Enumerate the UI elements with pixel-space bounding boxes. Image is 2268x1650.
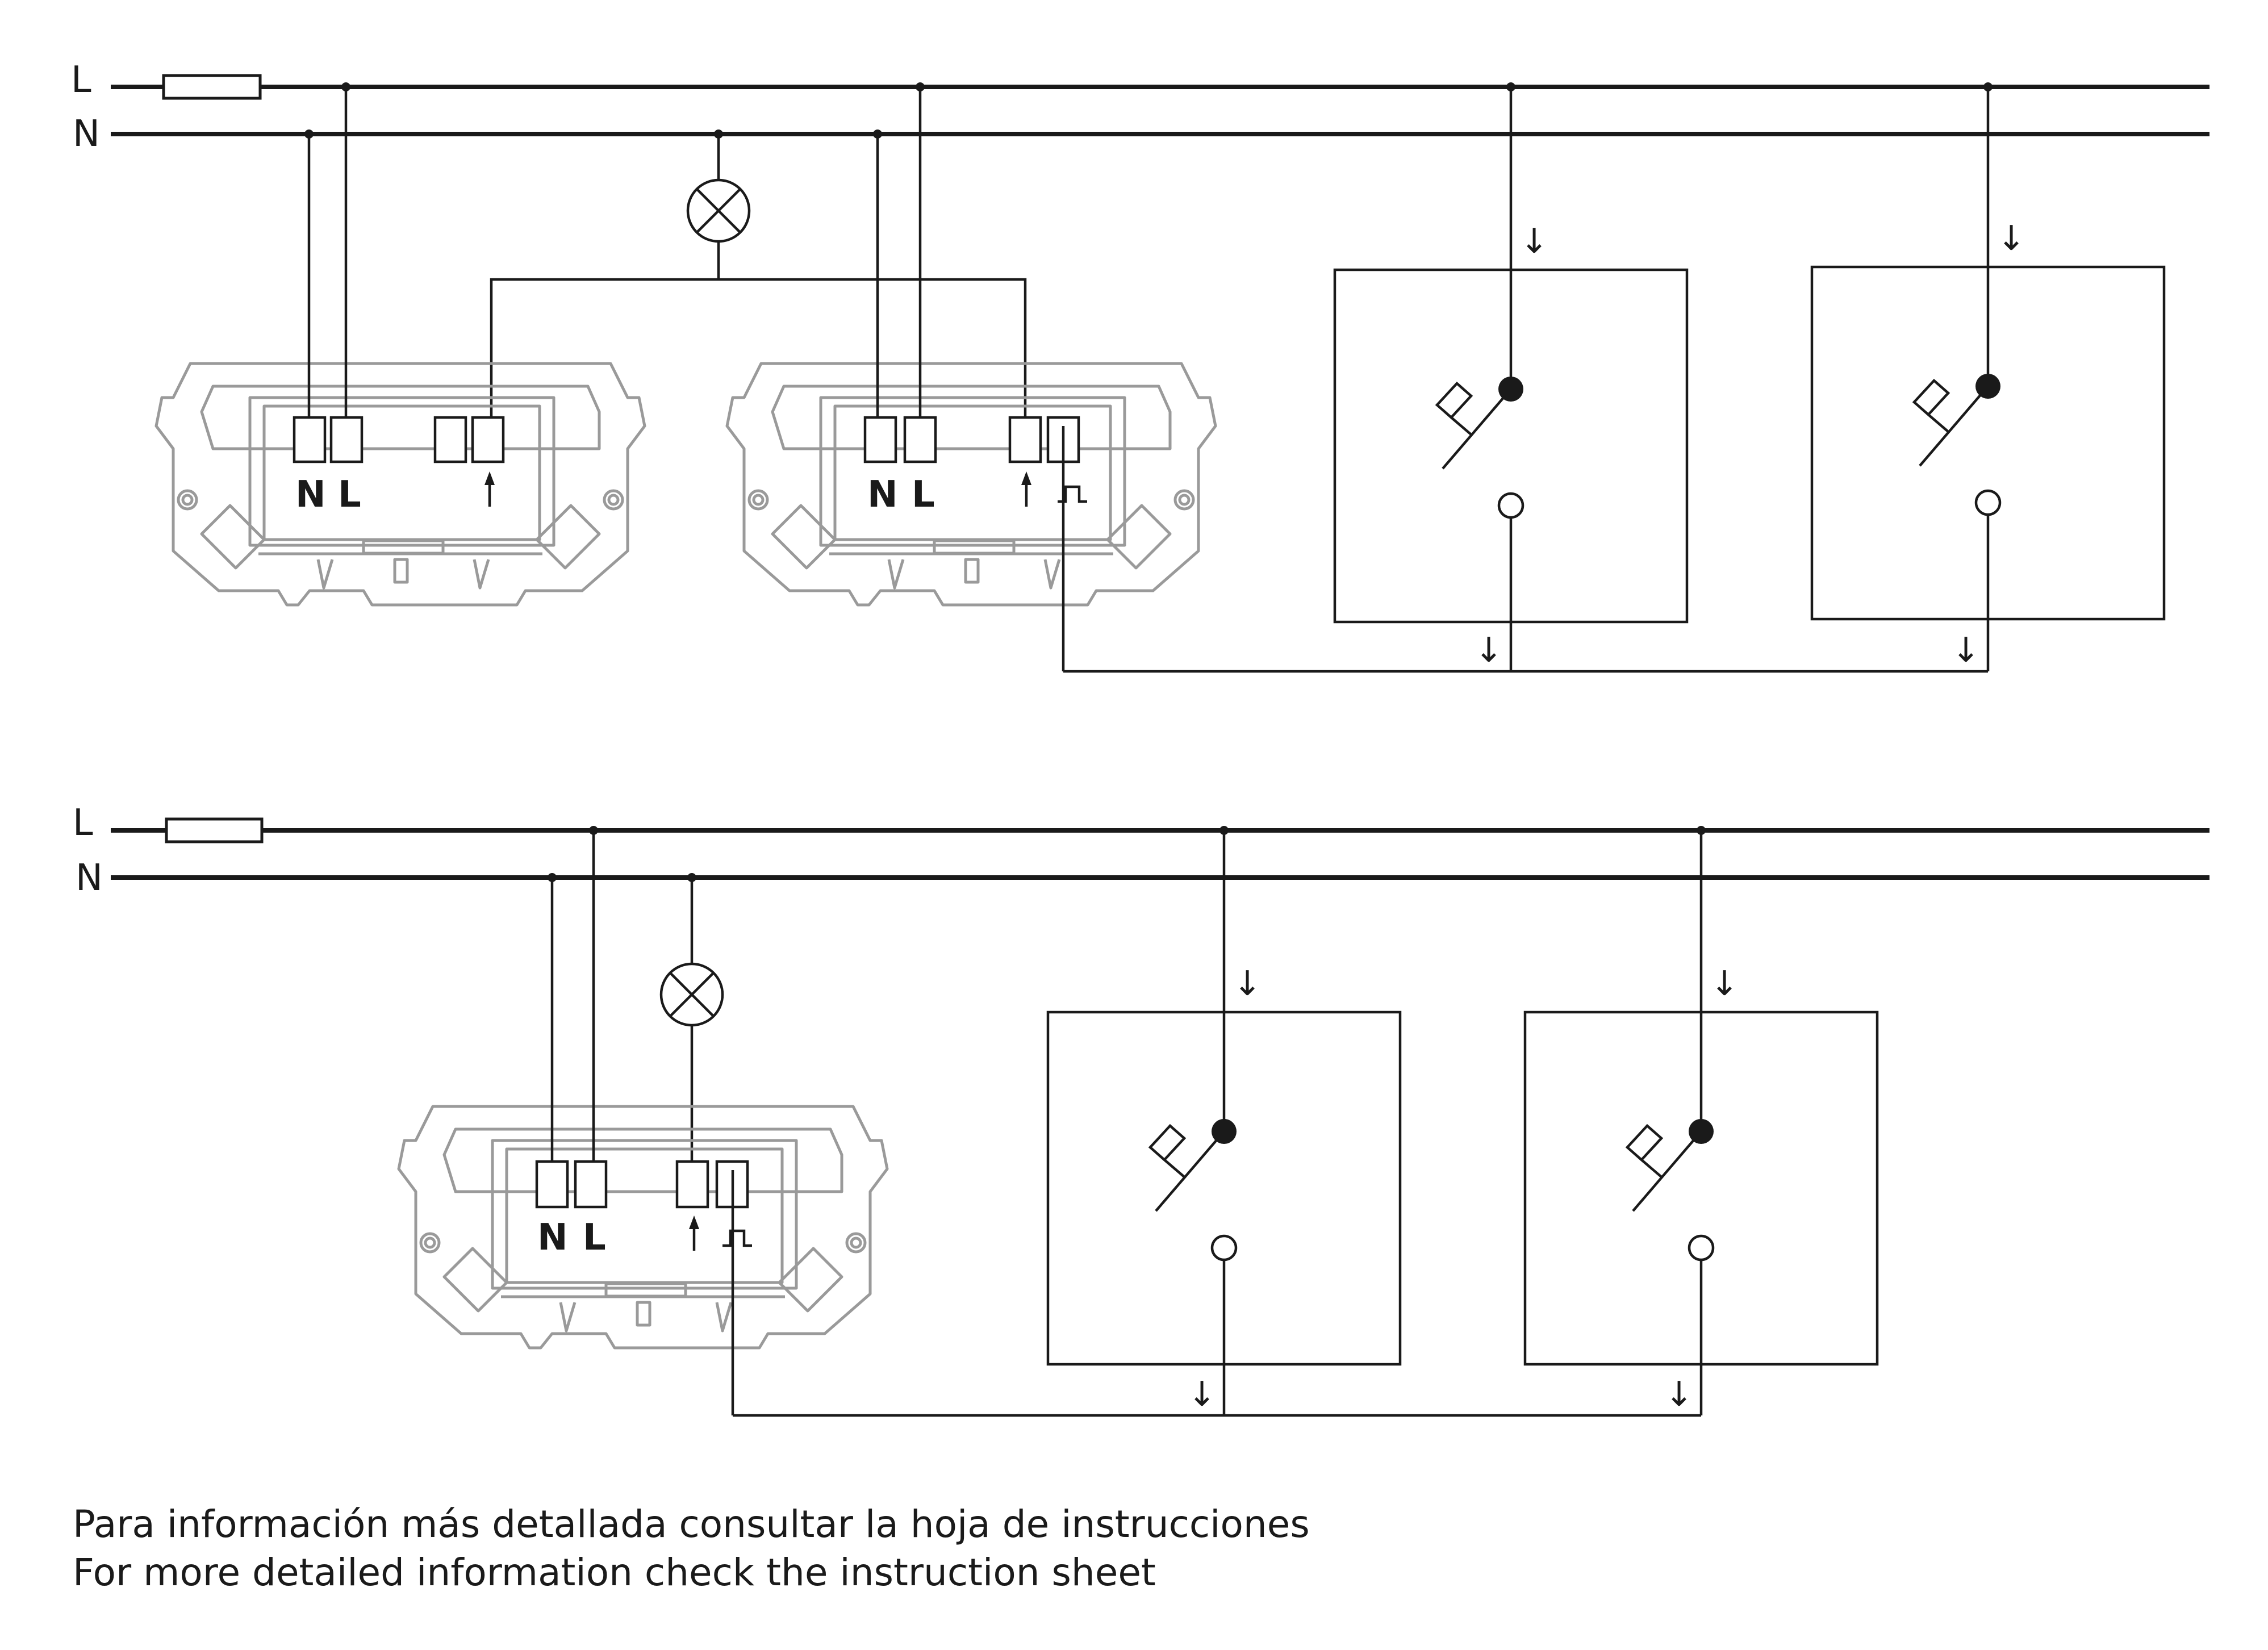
terminal-output: [675, 1160, 709, 1209]
neutral-line-label: N: [73, 113, 100, 155]
pulse-icon: [722, 1231, 752, 1246]
terminal-output: [471, 416, 505, 463]
electronic-switch-module-2: [727, 364, 1216, 605]
terminal-label-l: L: [583, 1217, 606, 1259]
terminal-l: [574, 1160, 608, 1209]
terminal-label-n: N: [537, 1217, 568, 1259]
terminal-label-n: N: [867, 474, 898, 516]
terminal-blank: [433, 416, 467, 463]
neutral-line-label: N: [76, 857, 103, 899]
output-arrow-icon: [484, 471, 495, 507]
terminal-l: [329, 416, 364, 463]
direction-arrow: ↓: [1233, 964, 1262, 1004]
terminal-label-l: L: [912, 474, 935, 516]
diagram-2: L N N L: [73, 802, 2209, 1417]
fuse-icon: [165, 817, 264, 843]
output-arrow-icon: [689, 1215, 699, 1251]
electronic-switch-module-3: [399, 1106, 887, 1348]
diagram-1: L N N L: [71, 59, 2209, 673]
footer-note-english: For more detailed information check the …: [73, 1551, 1156, 1594]
output-arrow-icon: [1021, 471, 1031, 507]
direction-arrow: ↓: [1520, 222, 1548, 261]
terminal-l: [903, 416, 937, 463]
direction-arrow: ↓: [1475, 630, 1503, 670]
terminal-label-n: N: [295, 474, 326, 516]
lamp-icon: [661, 964, 722, 1025]
terminal-output: [1008, 416, 1042, 463]
terminal-n: [535, 1160, 569, 1209]
terminal-n: [863, 416, 897, 463]
live-line-label: L: [71, 59, 91, 101]
footer-note-spanish: Para información más detallada consultar…: [73, 1502, 1310, 1546]
terminal-label-l: L: [338, 474, 361, 516]
lamp-icon: [688, 180, 749, 241]
direction-arrow: ↓: [1665, 1375, 1693, 1414]
direction-arrow: ↓: [1997, 219, 2025, 258]
terminal-n: [293, 416, 327, 463]
direction-arrow: ↓: [1188, 1375, 1216, 1414]
direction-arrow: ↓: [1952, 630, 1980, 670]
live-line-label: L: [73, 802, 93, 844]
fuse-icon: [162, 74, 262, 100]
electronic-switch-module-1: [156, 364, 645, 605]
direction-arrow: ↓: [1710, 964, 1739, 1004]
